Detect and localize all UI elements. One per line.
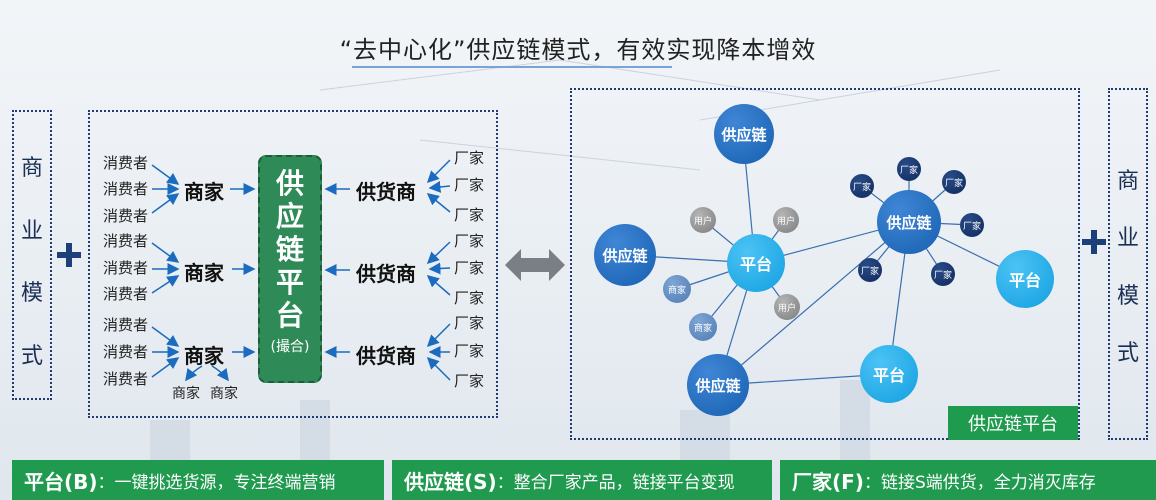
user-node: 用户 xyxy=(690,207,716,233)
right-plus-icon xyxy=(1082,230,1106,254)
supply-char-4: 平 xyxy=(275,266,304,299)
left-business-model-text: 商 业 模 式 xyxy=(12,135,52,385)
manufacturer-banner: 厂家(F) ：链接S端供货，全力消灭库存 xyxy=(780,460,1156,500)
left-diagram-box xyxy=(88,110,498,418)
banner-head: 供应链(S) xyxy=(404,469,497,494)
banner-text: ：链接S端供货，全力消灭库存 xyxy=(863,472,1096,493)
manufacturer-label: 厂家 xyxy=(454,289,485,307)
supply-chain-platform-box: 供 应 链 平 台 (撮合) xyxy=(258,155,322,383)
double-arrow-icon xyxy=(505,249,565,281)
supplier-label: 供货商 xyxy=(356,180,416,204)
merchant-label: 商家 xyxy=(184,180,224,204)
page-title-wrap: “去中心化”供应链模式，有效实现降本增效 xyxy=(0,30,1156,65)
supply-chain-platform-tag: 供应链平台 xyxy=(948,406,1078,440)
supply-chain-node: 供应链 xyxy=(594,224,656,286)
banner-text: ：整合厂家产品，链接平台变现 xyxy=(496,472,735,493)
manufacturer-label: 厂家 xyxy=(454,259,485,277)
manufacturer-label: 厂家 xyxy=(454,372,485,390)
supply-chain-banner: 供应链(S) ：整合厂家产品，链接平台变现 xyxy=(392,460,772,500)
manufacturer-node: 厂家 xyxy=(960,213,984,237)
right-char-1: 商 xyxy=(1116,168,1139,194)
consumer-label: 消费者 xyxy=(103,370,149,388)
supplier-label: 供货商 xyxy=(356,262,416,286)
consumer-label: 消费者 xyxy=(103,207,149,225)
sub-merchant-label: 商家 xyxy=(210,386,238,402)
consumer-label: 消费者 xyxy=(103,232,149,250)
manufacturer-label: 厂家 xyxy=(454,232,485,250)
right-business-model-text: 商 业 模 式 xyxy=(1108,150,1148,380)
banner-text: ：一键挑选货源，专注终端营销 xyxy=(97,472,336,493)
supply-chain-node: 供应链 xyxy=(714,104,774,164)
supply-char-3: 链 xyxy=(275,233,304,266)
supply-char-2: 应 xyxy=(275,200,304,233)
manufacturer-node: 厂家 xyxy=(931,262,955,286)
title-underline xyxy=(352,66,672,68)
manufacturer-label: 厂家 xyxy=(454,314,485,332)
merchant-node: 商家 xyxy=(689,313,717,341)
right-char-4: 式 xyxy=(1116,341,1139,367)
page-title: “去中心化”供应链模式，有效实现降本增效 xyxy=(339,36,817,64)
left-char-4: 式 xyxy=(20,343,43,369)
left-char-2: 业 xyxy=(20,218,43,244)
consumer-label: 消费者 xyxy=(103,343,149,361)
manufacturer-label: 厂家 xyxy=(454,149,485,167)
banner-head: 厂家(F) xyxy=(792,469,864,494)
platform-node: 平台 xyxy=(727,234,785,292)
left-char-3: 模 xyxy=(20,281,43,307)
left-plus-icon xyxy=(57,243,81,267)
manufacturer-node: 厂家 xyxy=(850,174,874,198)
platform-banner: 平台(B) ：一键挑选货源，专注终端营销 xyxy=(12,460,384,500)
consumer-label: 消费者 xyxy=(103,285,149,303)
consumer-label: 消费者 xyxy=(103,316,149,334)
manufacturer-node: 厂家 xyxy=(897,157,921,181)
manufacturer-label: 厂家 xyxy=(454,342,485,360)
merchant-label: 商家 xyxy=(184,261,224,285)
banner-head: 平台(B) xyxy=(24,469,98,494)
merchant-node: 商家 xyxy=(663,275,691,303)
network-diagram-box xyxy=(570,88,1080,440)
supplier-label: 供货商 xyxy=(356,344,416,368)
supply-chain-node: 供应链 xyxy=(877,190,941,254)
manufacturer-label: 厂家 xyxy=(454,206,485,224)
matchmaking-label: (撮合) xyxy=(270,339,310,355)
consumer-label: 消费者 xyxy=(103,180,149,198)
manufacturer-node: 厂家 xyxy=(858,258,882,282)
merchant-label: 商家 xyxy=(184,344,224,368)
manufacturer-label: 厂家 xyxy=(454,176,485,194)
user-node: 用户 xyxy=(774,294,800,320)
right-business-model-box xyxy=(1108,88,1148,440)
sub-merchant-label: 商家 xyxy=(172,386,200,402)
consumer-label: 消费者 xyxy=(103,154,149,172)
left-business-model-box xyxy=(12,110,52,400)
right-char-2: 业 xyxy=(1116,226,1139,252)
manufacturer-node: 厂家 xyxy=(942,170,966,194)
user-node: 用户 xyxy=(773,207,799,233)
supply-char-1: 供 xyxy=(275,167,304,200)
supply-char-5: 台 xyxy=(275,299,304,332)
platform-node: 平台 xyxy=(860,345,918,403)
platform-node: 平台 xyxy=(996,250,1054,308)
left-char-1: 商 xyxy=(20,156,43,182)
supply-chain-node: 供应链 xyxy=(687,354,749,416)
consumer-label: 消费者 xyxy=(103,259,149,277)
right-char-3: 模 xyxy=(1116,283,1139,309)
